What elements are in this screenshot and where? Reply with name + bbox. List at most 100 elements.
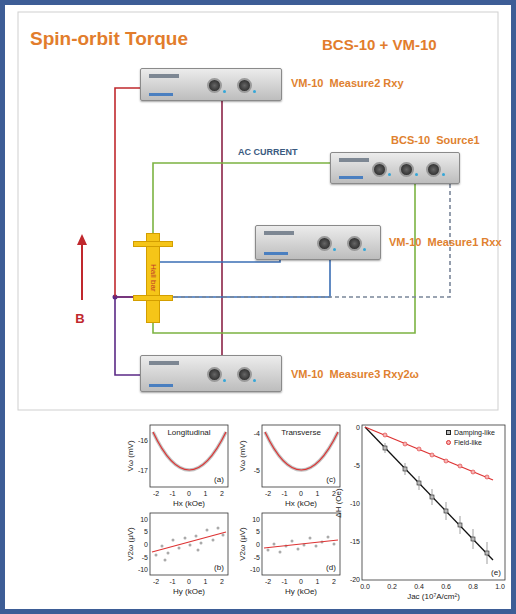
field-markers xyxy=(383,433,489,479)
status-led xyxy=(223,90,226,93)
plot-text: (b) xyxy=(214,563,224,572)
error-bars xyxy=(385,443,487,564)
plot-text: -10 xyxy=(138,566,148,573)
display-strip xyxy=(149,361,179,365)
diagram-title: Spin-orbit Torque xyxy=(30,28,188,50)
plot-frame xyxy=(150,513,228,575)
status-led xyxy=(253,90,256,93)
field-arrow-head xyxy=(77,234,87,245)
outer-frame xyxy=(3,3,514,612)
subtitle: BCS-10 + VM-10 xyxy=(322,36,437,53)
status-led xyxy=(363,248,366,251)
hall-bar-contact xyxy=(133,295,173,301)
status-led xyxy=(333,248,336,251)
plot-text: -5 xyxy=(254,467,260,474)
plot-text: -5 xyxy=(354,462,360,469)
wire xyxy=(153,163,330,233)
instrument-panel: VM-10 Measure3 Rxy2ω xyxy=(140,355,282,392)
plot-text: ΔH (Oe) xyxy=(334,488,343,517)
plot-text: 0 xyxy=(187,490,191,497)
edge-label: AC CURRENT xyxy=(238,147,298,157)
data-scatter xyxy=(265,432,338,470)
instrument-label: VM-10 Measure1 Rxx xyxy=(389,236,502,248)
status-led xyxy=(388,173,391,176)
bnc-connector xyxy=(372,162,387,177)
panel-frame xyxy=(18,12,498,410)
plot-text: 0.0 xyxy=(360,583,370,590)
plot-text: 0 xyxy=(256,541,260,548)
bnc-connector xyxy=(237,367,252,382)
plot-frame xyxy=(262,425,340,487)
plot-text: -10 xyxy=(350,500,360,507)
wire xyxy=(160,260,330,297)
plot-text: (e) xyxy=(491,568,501,577)
plot-text: -1 xyxy=(281,578,287,585)
plot-text: -17 xyxy=(138,467,148,474)
plot-text: Hy (kOe) xyxy=(285,587,317,596)
plot-text: Hx (kOe) xyxy=(285,499,317,508)
plot-text: 0.2 xyxy=(387,583,397,590)
status-led xyxy=(253,379,256,382)
plot-text: 2 xyxy=(220,578,224,585)
plot-frame xyxy=(362,425,505,580)
legend-marker xyxy=(446,440,451,445)
legend-item: Damping-like xyxy=(446,429,495,436)
wire xyxy=(153,184,415,333)
plot-text: 0 xyxy=(299,490,303,497)
plot-text: -15 xyxy=(350,538,360,545)
plot-text: Vω (mV) xyxy=(238,440,247,471)
fit-line xyxy=(264,540,338,548)
display-strip xyxy=(339,158,369,162)
legend-item: Field-like xyxy=(446,439,482,446)
plot-text: 1.0 xyxy=(495,583,505,590)
plot-text: 2 xyxy=(220,490,224,497)
plot-text: 1 xyxy=(316,490,320,497)
plot-text: Longitudinal xyxy=(167,428,210,437)
plot-text: (d) xyxy=(326,563,336,572)
plot-text: 10 xyxy=(252,516,260,523)
damping-markers xyxy=(383,446,489,555)
plot-text: 0.8 xyxy=(468,583,478,590)
status-led xyxy=(442,173,445,176)
plot-text: -20 xyxy=(350,576,360,583)
plot-frame xyxy=(262,513,340,575)
status-led xyxy=(415,173,418,176)
instrument-label: VM-10 Measure3 Rxy2ω xyxy=(291,368,419,380)
plot-text: -2 xyxy=(153,490,159,497)
bnc-connector xyxy=(317,236,332,251)
bnc-connector xyxy=(207,367,222,382)
plot-text: 0 xyxy=(299,578,303,585)
bnc-connector xyxy=(207,78,222,93)
plot-text: -2 xyxy=(265,578,271,585)
display-strip xyxy=(149,74,179,78)
brand-logo xyxy=(264,252,288,255)
plot-text: 0 xyxy=(187,578,191,585)
plot-text: -1 xyxy=(169,578,175,585)
plot-text: Jac (10⁷A/cm²) xyxy=(407,592,460,601)
plot-text: Transverse xyxy=(281,428,321,437)
data-scatter xyxy=(153,432,226,470)
plot-text: 5 xyxy=(144,528,148,535)
plot-text: -10 xyxy=(250,566,260,573)
plot-text: 5 xyxy=(256,528,260,535)
plot-text: 1 xyxy=(316,578,320,585)
plot-text: Vω (mV) xyxy=(126,440,135,471)
plot-text: 0.6 xyxy=(441,583,451,590)
plot-text: V2ω (μV) xyxy=(238,527,247,561)
legend-text: Damping-like xyxy=(454,429,495,436)
plot-text: -5 xyxy=(142,554,148,561)
plot-text: V2ω (μV) xyxy=(126,527,135,561)
instrument-panel: VM-10 Measure2 Rxy xyxy=(140,68,282,101)
plot-text: Hx (kOe) xyxy=(173,499,205,508)
wire xyxy=(221,101,223,355)
brand-logo xyxy=(149,93,173,96)
brand-logo xyxy=(149,384,173,387)
bnc-connector xyxy=(426,162,441,177)
hall-bar-label: Hall bar xyxy=(147,234,159,322)
plot-text: -2 xyxy=(265,490,271,497)
hall-bar: Hall bar xyxy=(146,233,160,323)
plot-text: -2 xyxy=(153,578,159,585)
fit-curve xyxy=(153,432,226,470)
instrument-panel: VM-10 Measure1 Rxx xyxy=(255,225,381,260)
